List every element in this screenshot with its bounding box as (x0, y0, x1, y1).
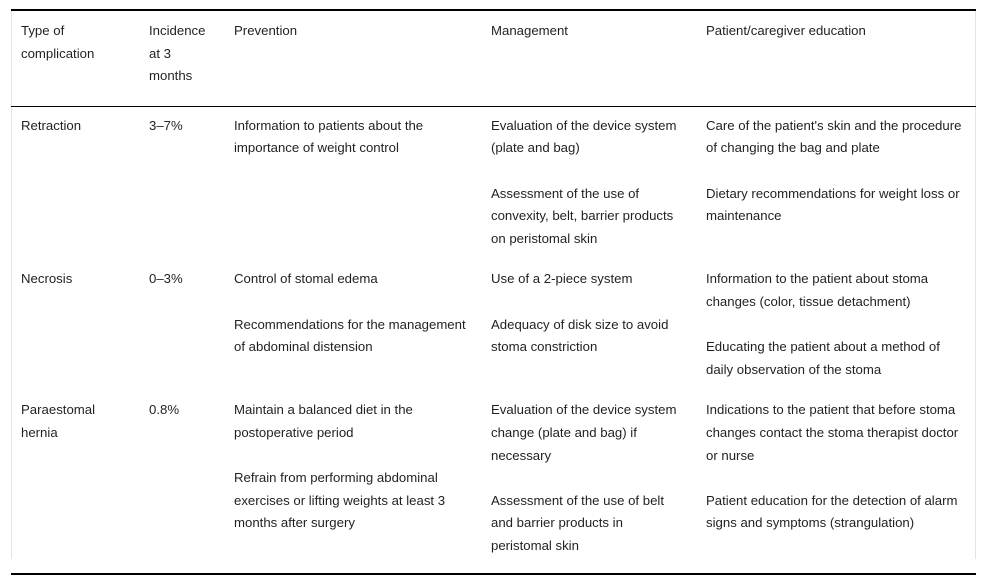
stoma-complications-table: Type of complication Incidence at 3 mont… (11, 8, 976, 575)
management-item: Assessment of the use of belt and barrie… (491, 492, 664, 553)
education-item: Dietary recommendations for weight loss … (706, 185, 960, 224)
table-row: Necrosis 0–3% Control of stomal edema Re… (11, 260, 976, 391)
prevention-item: Recommendations for the management of ab… (234, 316, 466, 355)
prevention-item: Control of stomal edema (234, 271, 378, 287)
education-item: Information to the patient about stoma c… (706, 271, 929, 309)
management-item: Assessment of the use of convexity, belt… (491, 185, 674, 246)
cell-prevention: Control of stomal edema Recommendations … (224, 260, 481, 391)
table-header-row: Type of complication Incidence at 3 mont… (11, 8, 976, 107)
cell-type: Necrosis (21, 271, 73, 287)
education-item: Care of the patient's skin and the proce… (706, 117, 962, 156)
management-item: Adequacy of disk size to avoid stoma con… (491, 316, 669, 355)
column-header-type: Type of complication (11, 8, 139, 107)
cell-incidence: 0–3% (149, 271, 183, 287)
column-header-education: Patient/caregiver education (696, 8, 976, 107)
cell-management: Evaluation of the device system (plate a… (481, 106, 696, 260)
management-item: Evaluation of the device system (plate a… (491, 117, 677, 156)
table-row: Paraestomal hernia 0.8% Maintain a balan… (11, 391, 976, 575)
prevention-item: Refrain from performing abdominal exerci… (234, 470, 446, 531)
table-header: Type of complication Incidence at 3 mont… (11, 8, 976, 107)
cell-education: Care of the patient's skin and the proce… (696, 106, 976, 260)
cell-prevention: Maintain a balanced diet in the postoper… (224, 391, 481, 575)
column-header-prevention: Prevention (224, 8, 481, 107)
cell-type: Retraction (21, 117, 82, 133)
prevention-item: Maintain a balanced diet in the postoper… (234, 402, 413, 440)
table-body: Retraction 3–7% Information to patients … (11, 106, 976, 575)
cell-incidence: 3–7% (149, 117, 183, 133)
column-header-management: Management (481, 8, 696, 107)
cell-incidence: 0.8% (139, 391, 224, 575)
cell-management: Evaluation of the device system change (… (481, 391, 696, 575)
education-item: Patient education for the detection of a… (706, 492, 958, 531)
cell-prevention: Information to patients about the import… (224, 106, 481, 260)
table-row: Retraction 3–7% Information to patients … (11, 106, 976, 260)
education-item: Educating the patient about a method of … (706, 339, 940, 377)
cell-education: Information to the patient about stoma c… (696, 260, 976, 391)
management-item: Use of a 2-piece system (491, 271, 633, 287)
column-header-incidence: Incidence at 3 months (139, 8, 224, 107)
table-right-edge-rule (975, 9, 976, 559)
table-container: Type of complication Incidence at 3 mont… (11, 8, 976, 575)
cell-type: Paraestomal hernia (11, 391, 139, 575)
education-item: Indications to the patient that before s… (706, 402, 959, 463)
cell-education: Indications to the patient that before s… (696, 391, 976, 575)
cell-management: Use of a 2-piece system Adequacy of disk… (481, 260, 696, 391)
table-left-edge-rule (11, 9, 12, 559)
prevention-item: Information to patients about the import… (234, 117, 424, 156)
management-item: Evaluation of the device system change (… (491, 402, 677, 463)
